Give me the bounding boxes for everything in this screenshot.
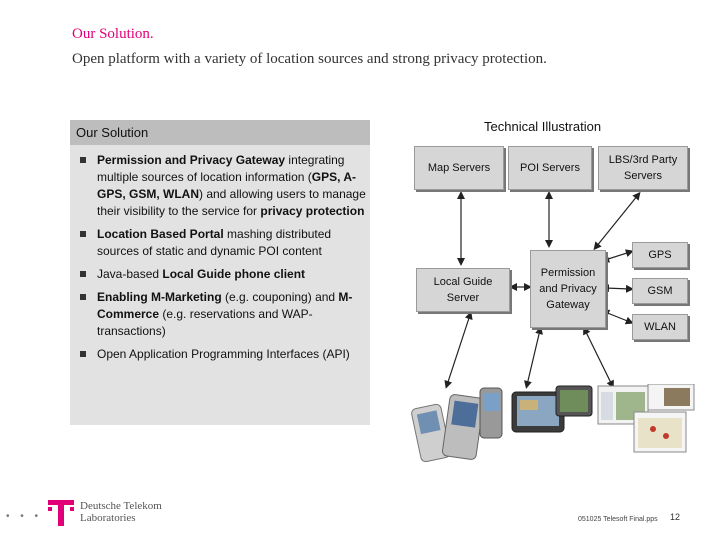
solution-bullet: Permission and Privacy Gateway integrati… (70, 152, 370, 220)
arrow-lbs-gateway (593, 191, 641, 251)
gps-box: GPS (632, 242, 688, 268)
arrow-gateway-wlan (601, 309, 634, 325)
map-screenshot-image (597, 385, 649, 425)
logo-dots: • • • (6, 511, 43, 522)
bullet-text: ) and allowing users to manage their vis… (97, 187, 366, 218)
bullet-text: (e.g. couponing) and (221, 290, 339, 304)
page-number: 12 (670, 512, 681, 522)
phone-image-2 (441, 394, 485, 460)
solution-bullet: Java-based Local Guide phone client (70, 266, 370, 283)
lbs-servers-box: LBS/3rd Party Servers (598, 146, 688, 190)
poi-servers-label: POI Servers (520, 162, 580, 174)
phone-image-3 (479, 387, 503, 439)
map-servers-box: Map Servers (414, 146, 504, 190)
gateway-label: Permission and Privacy Gateway (539, 267, 597, 311)
wlan-box: WLAN (632, 314, 688, 340)
map-screenshot-image-3 (647, 384, 695, 411)
slide-subtitle: Open platform with a variety of location… (72, 51, 547, 67)
bullet-emphasis-text: privacy protection (260, 204, 365, 218)
gsm-box: GSM (632, 278, 688, 304)
logo-line-1: Deutsche Telekom (80, 500, 162, 512)
poi-servers-box: POI Servers (508, 146, 592, 190)
bullet-text: (e.g. reservations and WAP-transactions) (97, 307, 313, 338)
bullet-text: Java-based (97, 267, 163, 281)
company-logo-text: Deutsche Telekom Laboratories (80, 500, 162, 524)
map-screenshot-image-2 (633, 411, 687, 453)
phone-image-1 (411, 403, 451, 463)
map-servers-label: Map Servers (427, 162, 491, 174)
bullet-emphasis-text: Location Based Portal (97, 227, 224, 241)
solution-bullet-list: Permission and Privacy Gateway integrati… (70, 152, 370, 369)
bullet-emphasis-text: Enabling M-Marketing (97, 290, 222, 304)
bullet-emphasis-text: Permission and Privacy Gateway (97, 153, 286, 167)
bullet-emphasis-text: M-Commerce (97, 290, 353, 321)
solution-panel-header: Our Solution (70, 120, 370, 145)
pda-image (511, 391, 565, 433)
bullet-text: Open Application Programming Interfaces … (97, 347, 350, 361)
solution-bullet: Location Based Portal mashing distribute… (70, 226, 370, 260)
solution-bullet: Enabling M-Marketing (e.g. couponing) an… (70, 289, 370, 340)
solution-panel: Our Solution Permission and Privacy Gate… (70, 120, 370, 425)
bullet-emphasis-text: GPS, A-GPS, GSM, WLAN (97, 170, 356, 201)
solution-heading: Our Solution (76, 125, 149, 140)
gateway-box: Permission and Privacy Gateway (530, 250, 606, 328)
gps-label: GPS (648, 249, 672, 261)
solution-panel-body (70, 145, 370, 425)
arrow-gateway-gps (601, 249, 634, 263)
navigation-device-image (555, 385, 593, 417)
lbs-servers-label: LBS/3rd Party Servers (608, 154, 678, 182)
arrow-local-phones (444, 311, 473, 389)
wlan-label: WLAN (644, 321, 676, 333)
logo-line-2: Laboratories (80, 512, 136, 524)
solution-bullet: Open Application Programming Interfaces … (70, 346, 370, 363)
gsm-label: GSM (647, 285, 673, 297)
file-name: 051025 Telesoft Final.pps (578, 516, 658, 523)
bullet-text: mashing distributed sources of static an… (97, 227, 332, 258)
bullet-text: integrating multiple sources of location… (97, 153, 345, 184)
telekom-t-logo-icon (48, 500, 74, 526)
local-guide-server-box: Local Guide Server (416, 268, 510, 312)
arrow-gateway-devices (524, 326, 543, 389)
arrow-gateway-gsm (601, 284, 634, 293)
slide-title: Our Solution. (72, 26, 154, 42)
local-guide-server-label: Local Guide Server (433, 276, 493, 304)
bullet-emphasis-text: Local Guide phone client (162, 267, 306, 281)
device-images (411, 384, 695, 463)
diagram-title: Technical Illustration (484, 119, 602, 134)
arrow-gateway-screens (583, 326, 614, 389)
